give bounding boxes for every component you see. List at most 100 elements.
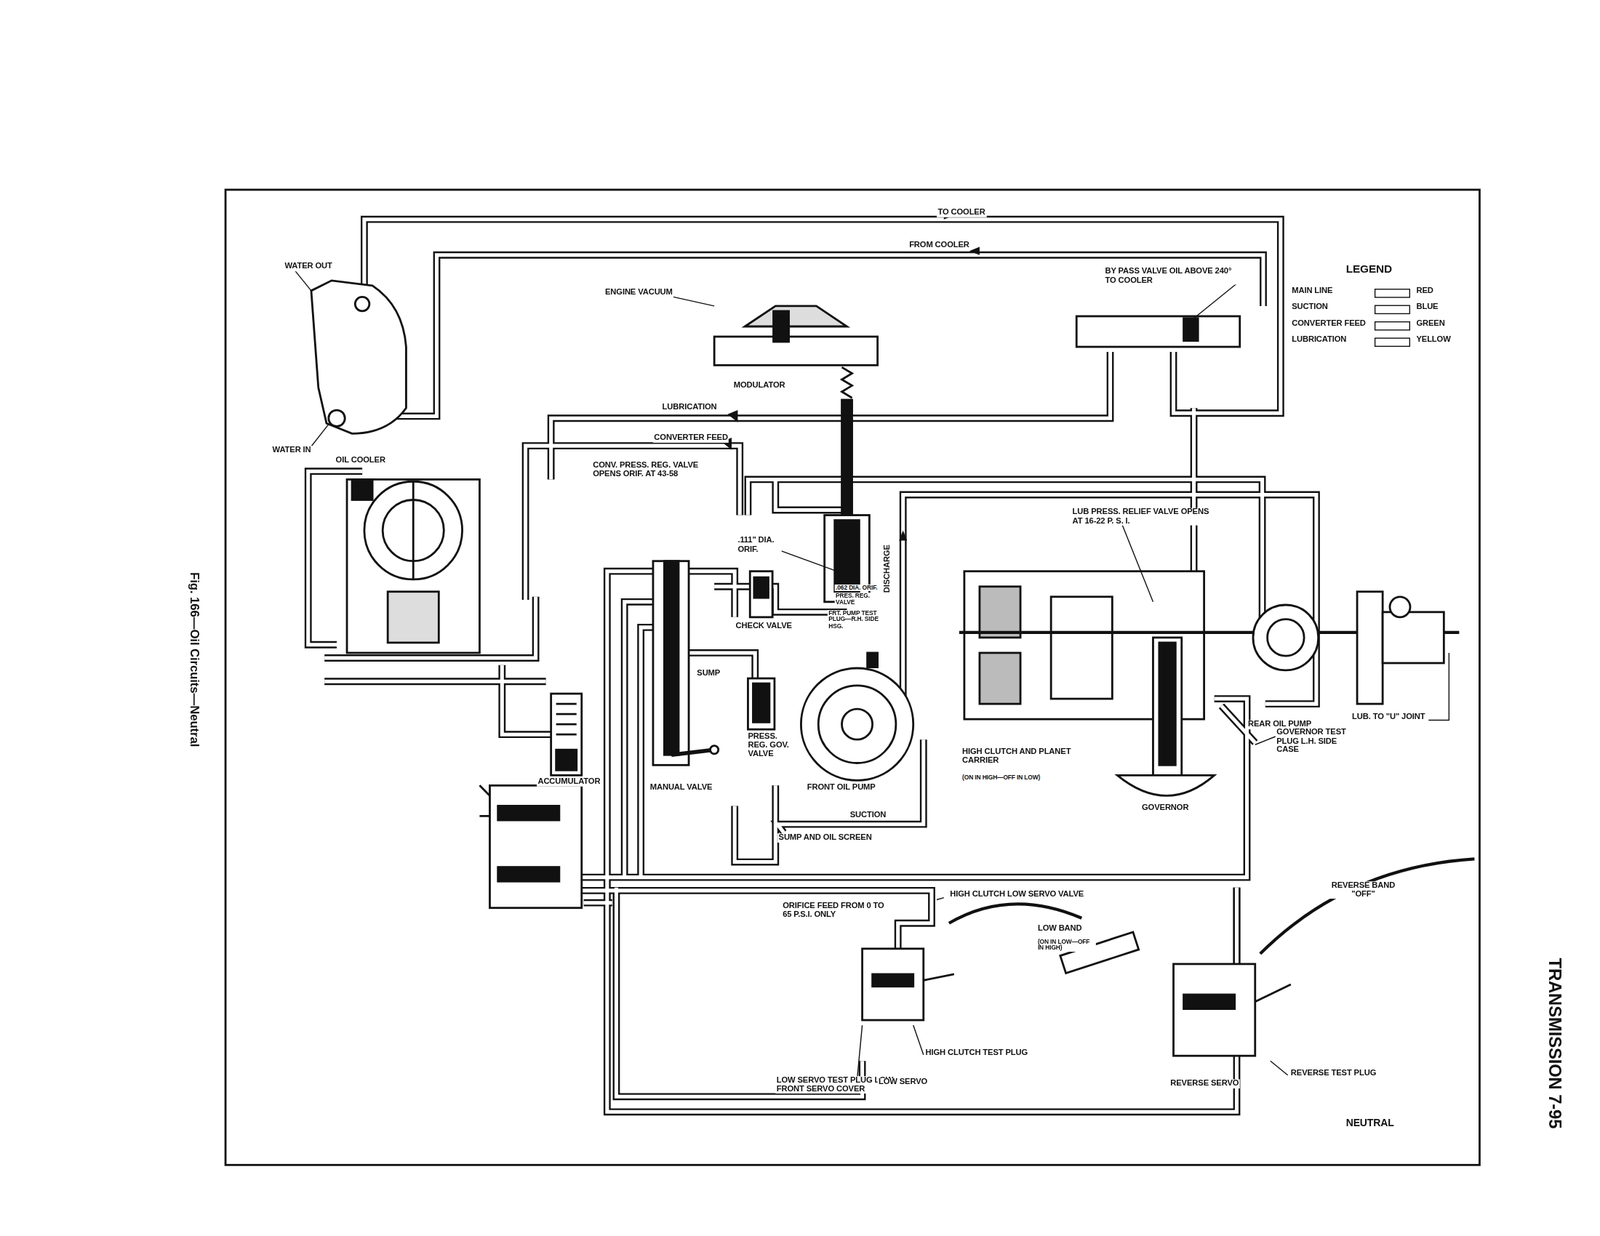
accumulator	[551, 693, 582, 776]
flow-arrows	[898, 530, 907, 542]
leader-lines	[1122, 525, 1153, 603]
governor	[1152, 637, 1182, 776]
figure-caption: Fig. 166—Oil Circuits—Neutral	[187, 571, 201, 749]
flow-arrows	[721, 210, 980, 541]
part-label: LUB. TO "U" JOINT	[1351, 713, 1427, 723]
front-oil-pump	[800, 668, 913, 781]
part-label: CHECK VALVE	[734, 622, 793, 632]
part-label: .062 DIA. ORIF.	[834, 584, 879, 592]
part-label: FRONT OIL PUMP	[805, 784, 877, 793]
reverse-servo	[1255, 984, 1291, 1003]
bypass-valve	[1076, 316, 1240, 347]
u-joint	[1357, 592, 1444, 704]
front-oil-pump	[818, 685, 896, 764]
part-label: LOW SERVO	[877, 1078, 929, 1088]
torque-converter	[346, 479, 480, 654]
part-label: GOVERNOR TEST PLUG L.H. SIDE CASE	[1275, 728, 1362, 755]
front-oil-pump	[800, 668, 913, 781]
flow-arrows	[969, 247, 980, 256]
low-servo	[862, 949, 924, 1021]
part-label: ACCUMULATOR	[536, 777, 602, 787]
manual-valve	[653, 561, 719, 766]
oil-lines	[308, 219, 1317, 1113]
oil-cooler	[311, 280, 406, 434]
leader-lines	[293, 269, 1449, 1080]
part-label: LUBRICATION	[661, 402, 718, 412]
part-label: RED	[1415, 286, 1435, 296]
accumulator	[551, 693, 582, 776]
part-label: SUMP AND OIL SCREEN	[777, 833, 873, 843]
part-label: ORIFICE FEED FROM 0 TO 65 P.S.I. ONLY	[781, 901, 896, 920]
reverse-servo	[1173, 964, 1256, 1056]
oil-lines	[308, 219, 1317, 1113]
low-servo	[862, 949, 955, 1021]
servo-valve-body	[479, 785, 582, 908]
servo-valve-body	[479, 785, 490, 816]
oil-cooler	[328, 410, 345, 427]
manual-valve	[671, 749, 715, 755]
part-label: REVERSE BAND "OFF"	[1326, 881, 1400, 899]
pressure-regulator-governor-valve	[752, 683, 769, 723]
reverse-servo	[1184, 994, 1235, 1010]
part-label: DISCHARGE	[883, 544, 893, 595]
pressure-regulator-valve	[867, 653, 878, 668]
servo-valve-body	[498, 805, 560, 821]
part-label: REVERSE TEST PLUG	[1289, 1069, 1377, 1078]
part-label: NEUTRAL	[1344, 1118, 1395, 1130]
part-label: YELLOW	[1415, 336, 1452, 345]
high-clutch-planet-carrier	[1050, 597, 1112, 699]
torque-converter	[387, 592, 439, 643]
part-label: FRT. PUMP TEST PLUG—R.H. SIDE HSG.	[827, 610, 881, 630]
reverse-band	[1260, 858, 1475, 954]
modulator	[714, 306, 878, 518]
torque-converter	[346, 479, 480, 654]
leader-lines	[913, 1025, 924, 1056]
low-band	[949, 904, 1082, 923]
check-valve	[754, 577, 769, 598]
oil-cooler	[354, 296, 370, 312]
pressure-regulator-governor-valve	[747, 678, 774, 730]
flow-arrows	[727, 410, 738, 423]
part-label: OIL COOLER	[334, 456, 387, 465]
reverse-servo	[1173, 964, 1291, 1056]
part-label: ENGINE VACUUM	[604, 288, 675, 298]
part-label: (ON IN LOW—OFF IN HIGH)	[1037, 938, 1096, 952]
governor	[1117, 775, 1214, 796]
page-border	[225, 189, 1480, 1166]
servo-valve-body	[498, 867, 560, 883]
part-label: GREEN	[1415, 319, 1446, 328]
bypass-valve	[1076, 316, 1240, 347]
leader-lines	[936, 898, 944, 901]
legend-label: MAIN LINE	[1290, 286, 1334, 296]
part-label: PRESS. REG. GOV. VALVE	[746, 732, 798, 759]
pressure-regulator-valve	[834, 520, 860, 592]
servo-valve-body	[489, 785, 582, 908]
modulator	[842, 367, 853, 398]
legend-swatch	[1374, 305, 1411, 315]
torque-converter	[352, 479, 373, 500]
high-clutch-planet-carrier	[979, 653, 1021, 704]
leader-lines	[293, 269, 312, 291]
legend-label: SUCTION	[1290, 303, 1329, 312]
leader-lines	[1194, 283, 1238, 319]
manual-valve	[653, 561, 689, 766]
part-label: WATER OUT	[283, 262, 334, 272]
reverse-band	[1260, 858, 1475, 954]
part-label: MODULATOR	[732, 381, 786, 391]
part-label: GOVERNOR	[1141, 804, 1190, 814]
accumulator	[556, 704, 577, 735]
part-label: WATER IN	[271, 445, 312, 455]
part-label: BY PASS VALVE OIL ABOVE 240° TO COOLER	[1104, 267, 1244, 286]
low-servo	[872, 974, 914, 987]
low-servo	[923, 974, 955, 981]
low-band	[949, 904, 1139, 974]
torque-converter	[412, 481, 415, 580]
part-label: REVERSE SERVO	[1169, 1079, 1240, 1088]
part-label: LOW BAND	[1037, 924, 1083, 934]
legend-swatch	[1374, 321, 1411, 331]
oil-cooler	[311, 280, 406, 434]
part-label: HIGH CLUTCH AND PLANET CARRIER	[961, 747, 1091, 766]
